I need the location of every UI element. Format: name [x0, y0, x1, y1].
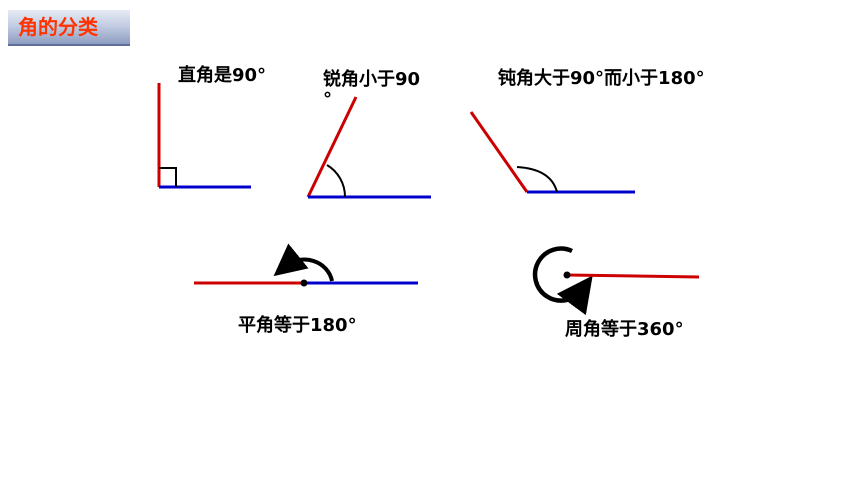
label-full-angle: 周角等于360°: [565, 319, 684, 340]
full-angle-red-ray: [566, 273, 700, 279]
obtuse-angle-red-ray: [469, 111, 529, 193]
straight-angle-vertex: [300, 279, 308, 287]
title-banner: 角的分类: [8, 10, 130, 46]
acute-angle-arc: [326, 164, 347, 198]
label-right-angle: 直角是90°: [178, 65, 267, 86]
page-title: 角的分类: [18, 15, 98, 39]
acute-angle-figure: [306, 96, 431, 199]
full-angle-figure: [532, 246, 700, 316]
label-acute-angle: 锐角小于90: [323, 69, 421, 90]
straight-angle-figure: [194, 243, 418, 287]
label-acute-angle-degree: °: [323, 89, 332, 110]
full-angle-vertex: [563, 271, 571, 279]
obtuse-angle-arc: [516, 166, 558, 193]
acute-angle-red-ray: [306, 96, 358, 198]
right-angle-figure: [157, 83, 251, 189]
label-straight-angle: 平角等于180°: [238, 315, 357, 336]
label-obtuse-angle: 钝角大于90°而小于180°: [498, 68, 705, 89]
right-angle-marker: [159, 167, 177, 187]
obtuse-angle-figure: [469, 111, 635, 194]
full-angle-arrow-circle: [532, 246, 593, 316]
straight-angle-arrow-arc: [273, 243, 334, 282]
